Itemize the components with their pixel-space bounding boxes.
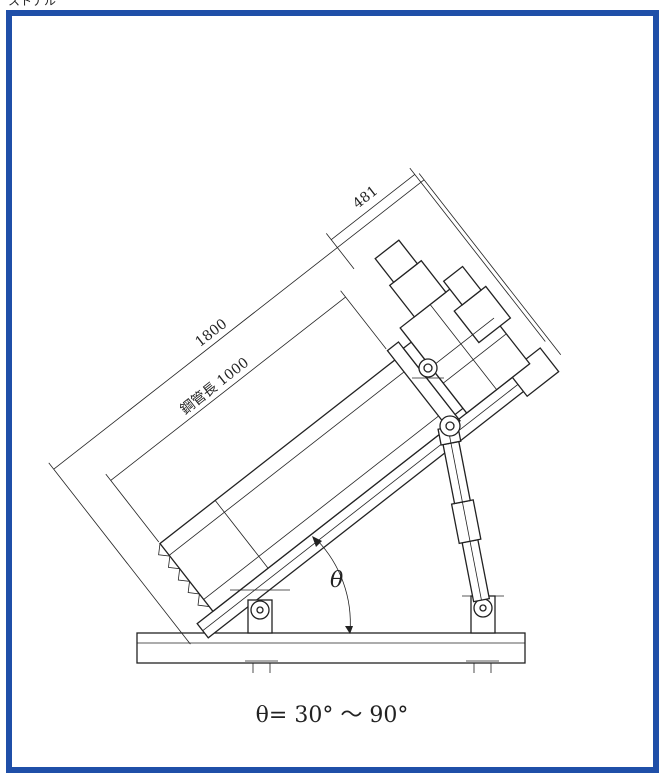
dim-1800-label: 1800 xyxy=(192,316,230,351)
header-fragment: ストナル xyxy=(8,0,57,8)
base-plate xyxy=(136,632,526,673)
telescopic-jack xyxy=(437,415,504,634)
upper-pivot xyxy=(412,358,444,379)
tilting-frame-assembly: 1800 鋼管長 1000 481 xyxy=(48,167,562,645)
angle-symbol: θ xyxy=(330,568,343,593)
angle-range-label: θ= 30° ～ 90° xyxy=(256,703,409,728)
pivot-hinge-icon xyxy=(250,600,270,620)
dim-481-label: 481 xyxy=(350,183,381,212)
angle-indicator: θ xyxy=(312,536,353,634)
dim-pipe-length-label: 鋼管長 1000 xyxy=(178,355,253,418)
lower-pivot xyxy=(230,589,290,634)
drive-head xyxy=(374,239,531,414)
